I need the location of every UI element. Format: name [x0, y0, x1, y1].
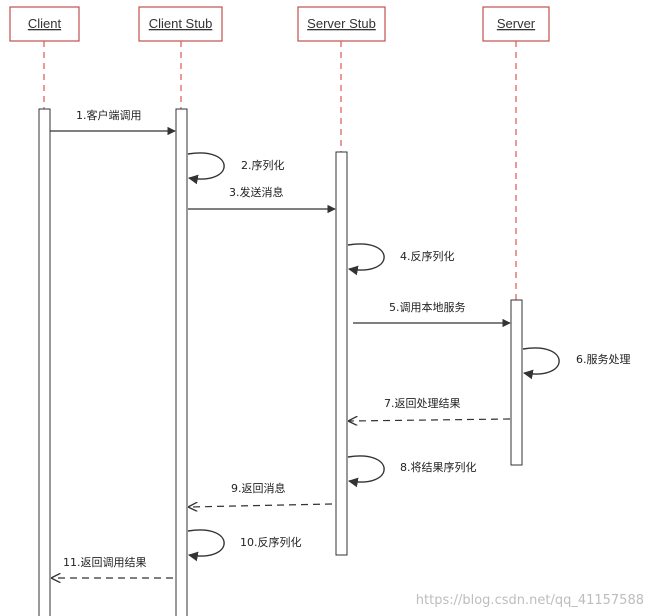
return-arrow [189, 504, 333, 507]
watermark: https://blog.csdn.net/qq_41157588 [416, 593, 644, 608]
activation-client-stub [175, 108, 188, 616]
actor-client: Client [9, 6, 80, 42]
activation-server-stub [335, 151, 348, 556]
actor-label: Client Stub [149, 16, 213, 31]
message-label: 5.调用本地服务 [389, 300, 466, 314]
self-call-arrow [347, 243, 385, 276]
self-call-arrow [187, 152, 225, 185]
actor-label: Server Stub [307, 16, 376, 31]
actor-client-stub: Client Stub [138, 6, 223, 42]
message-label: 7.返回处理结果 [384, 397, 461, 410]
self-call-arrow [347, 455, 385, 488]
message-label: 8.将结果序列化 [400, 460, 477, 474]
activation-server [510, 299, 523, 466]
message-label: 2.序列化 [241, 158, 285, 172]
actor-server: Server [482, 6, 550, 42]
message-label: 4.反序列化 [400, 249, 455, 263]
actor-label: Client [28, 16, 62, 31]
self-call-arrow [187, 529, 225, 562]
self-call-arrow [522, 347, 560, 380]
message-label: 11.返回调用结果 [63, 556, 147, 569]
actor-server-stub: Server Stub [297, 6, 386, 42]
message-label: 10.反序列化 [240, 535, 302, 549]
return-arrow [349, 419, 511, 421]
message-label: 9.返回消息 [231, 481, 286, 495]
actor-label: Server [497, 16, 536, 31]
message-label: 3.发送消息 [229, 185, 284, 199]
message-label: 1.客户端调用 [76, 108, 142, 122]
activation-client [38, 108, 51, 616]
message-label: 6.服务处理 [576, 353, 631, 366]
